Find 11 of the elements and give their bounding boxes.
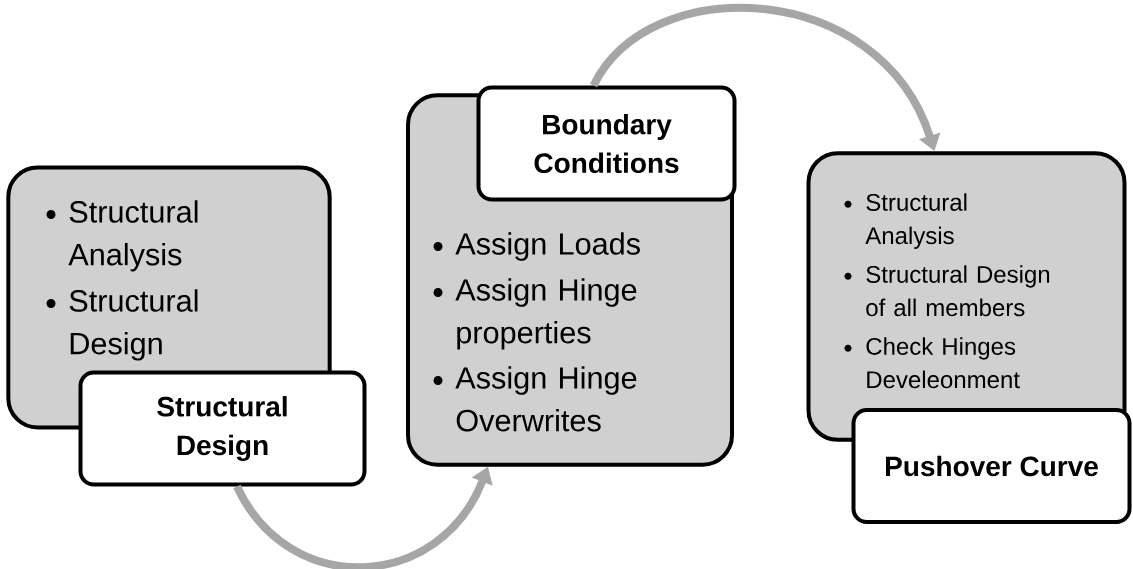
list-item: Assign Hinge properties xyxy=(455,278,637,350)
title-box: Structural Design xyxy=(78,370,367,487)
list-item: Assign Loads xyxy=(455,232,640,261)
list-item: Assign Hinge Overwrites xyxy=(455,366,637,432)
title-box: Boundary Conditions xyxy=(476,85,737,202)
list-item: Structural Analysis xyxy=(865,193,967,249)
list-item: Structural Design of all members xyxy=(866,265,1050,317)
title-box: Pushover Curve xyxy=(851,408,1132,524)
list-item: Structural Design xyxy=(69,289,198,361)
list-item: Check Hinges Develeonment xyxy=(866,337,1020,389)
list-item: Structural Analysis xyxy=(68,200,198,272)
